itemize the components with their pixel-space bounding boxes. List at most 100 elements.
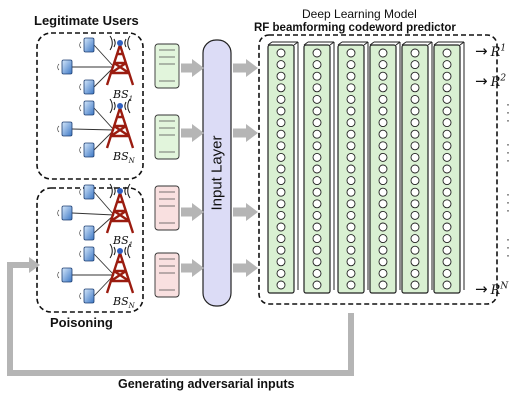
neuron	[346, 71, 356, 81]
neuron	[378, 210, 388, 220]
neuron	[312, 71, 322, 81]
neuron	[442, 94, 452, 104]
neuron	[378, 118, 388, 128]
output-ellipsis-dots-4: ···	[506, 232, 510, 262]
tower-legit-1-waves	[109, 35, 131, 51]
neuron	[312, 48, 322, 58]
neuron	[346, 60, 356, 70]
neuron	[442, 280, 452, 290]
hidden-layer-edge-top-3	[337, 41, 343, 46]
hidden-layer-edge-top-2	[303, 41, 309, 46]
neuron	[442, 118, 452, 128]
neuron	[312, 129, 322, 139]
feedback-loop-head	[29, 257, 40, 273]
tower-poison-1	[105, 183, 135, 234]
neuron	[312, 118, 322, 128]
tower-poison-n-antenna	[117, 248, 123, 254]
flow-arrow-to-input-2	[181, 124, 204, 142]
neuron	[346, 83, 356, 93]
tower-poison-n	[105, 243, 135, 294]
neuron	[276, 60, 286, 70]
neuron	[442, 199, 452, 209]
link-legit-1-1	[93, 44, 115, 68]
neuron	[442, 176, 452, 186]
neuron	[276, 199, 286, 209]
device-legit-n-1-wave	[79, 104, 82, 112]
neuron	[378, 222, 388, 232]
neuron	[312, 222, 322, 232]
neuron	[346, 245, 356, 255]
flow-arrow-to-model-2	[233, 124, 258, 142]
neuron	[312, 268, 322, 278]
neuron	[346, 257, 356, 267]
device-legit-n-1	[83, 100, 95, 116]
output-ellipsis-dots-1: ···	[506, 97, 510, 127]
neuron	[378, 141, 388, 151]
neuron	[276, 164, 286, 174]
link-legit-n-2	[71, 128, 115, 131]
neuron	[378, 199, 388, 209]
neuron	[442, 129, 452, 139]
output-ellipsis-dots-2: ···	[506, 137, 510, 167]
neuron	[410, 210, 420, 220]
neuron	[442, 71, 452, 81]
neuron	[276, 187, 286, 197]
neuron	[378, 152, 388, 162]
neuron	[276, 71, 286, 81]
neuron	[442, 152, 452, 162]
neuron	[410, 245, 420, 255]
hidden-layer-edge-top-1	[267, 41, 273, 46]
neuron	[312, 257, 322, 267]
tower-legit-1-antenna	[117, 40, 123, 46]
data-box-legit-n	[154, 114, 180, 160]
neuron	[442, 210, 452, 220]
neuron	[410, 60, 420, 70]
neuron	[276, 257, 286, 267]
neuron	[378, 257, 388, 267]
neuron	[410, 106, 420, 116]
neuron	[276, 83, 286, 93]
device-poison-1-3-wave	[79, 229, 82, 237]
tower-poison-1-body	[105, 192, 135, 234]
neuron	[346, 280, 356, 290]
hidden-layer-edge-top-4	[369, 41, 375, 46]
output-r1: →R1	[475, 42, 507, 60]
tower-legit-n-body	[105, 107, 135, 149]
neuron	[276, 176, 286, 186]
data-box-poison-1	[154, 185, 180, 231]
data-box-poison-n	[154, 252, 180, 298]
neuron	[346, 210, 356, 220]
link-poison-n-1	[93, 253, 115, 276]
neuron	[378, 106, 388, 116]
flow-arrow-to-input-4	[181, 259, 204, 277]
neuron	[410, 129, 420, 139]
neuron	[312, 245, 322, 255]
flow-arrow-to-input-3	[181, 203, 204, 221]
poisoning-label: Poisoning	[50, 315, 113, 330]
neuron	[442, 83, 452, 93]
tower-legit-n	[105, 98, 135, 149]
neuron	[312, 106, 322, 116]
neuron	[346, 141, 356, 151]
neuron	[312, 234, 322, 244]
neuron	[410, 164, 420, 174]
neuron	[378, 129, 388, 139]
output-ellipsis-dots-3: ···	[506, 187, 510, 217]
neuron	[346, 176, 356, 186]
device-poison-n-2-wave	[57, 271, 60, 279]
neuron	[276, 94, 286, 104]
neuron	[410, 94, 420, 104]
neuron	[442, 234, 452, 244]
neuron	[312, 187, 322, 197]
neuron	[378, 280, 388, 290]
neuron	[312, 210, 322, 220]
device-legit-1-3	[83, 79, 95, 95]
flow-arrow-to-model-3	[233, 203, 258, 221]
neuron	[276, 152, 286, 162]
device-poison-1-1	[83, 184, 95, 200]
tower-legit-1	[105, 35, 135, 86]
neuron	[378, 94, 388, 104]
model-frame	[258, 34, 498, 305]
device-poison-n-1	[83, 246, 95, 262]
neuron	[312, 83, 322, 93]
